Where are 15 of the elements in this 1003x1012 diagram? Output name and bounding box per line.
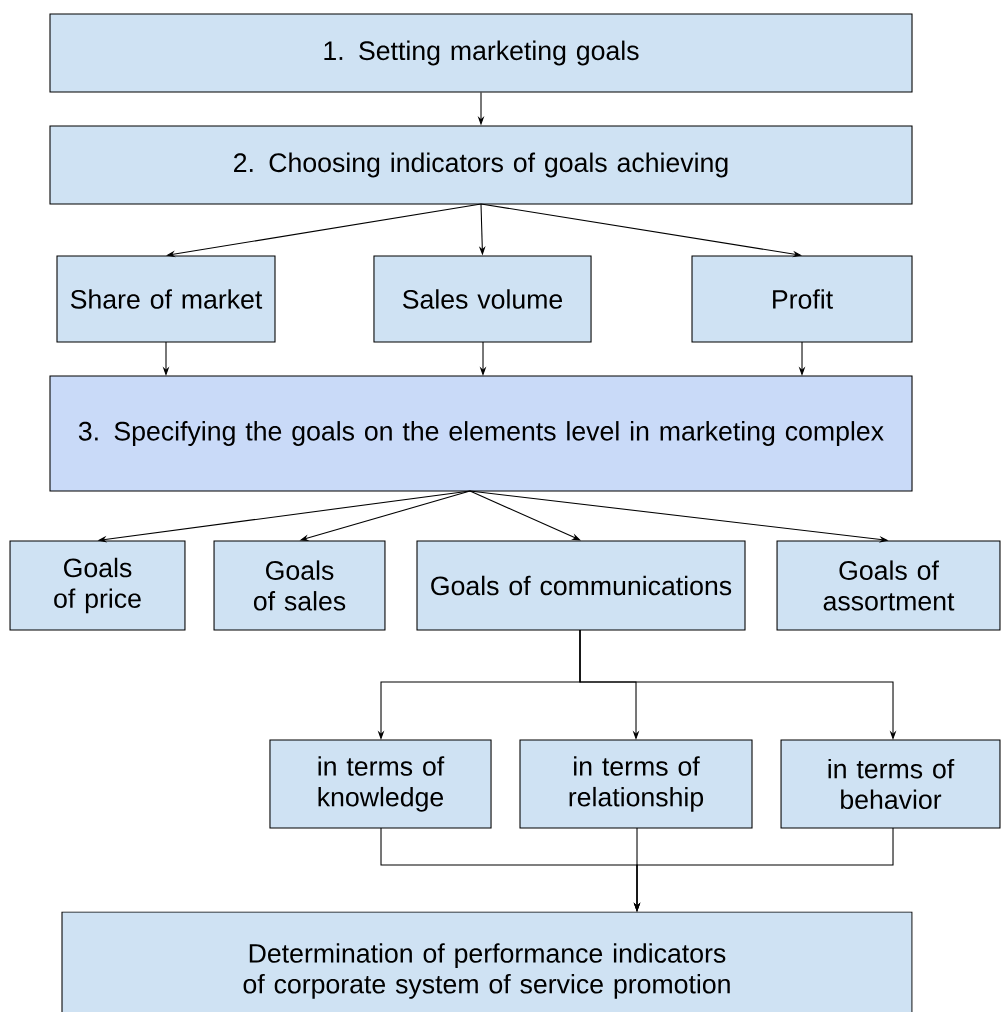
process-box: 1. Setting marketing goals [49,13,913,93]
process-box: Share of market [56,255,276,343]
process-box: Profit [691,255,913,343]
process-box: Goals of sales [213,540,386,631]
process-box: Goals of price [9,540,186,631]
process-box: 3. Specifying the goals on the elements level in marketing complex [49,375,913,492]
process-box: 2. Choosing indicators of goals achieving [49,125,913,205]
process-box: Goals of assortment [776,540,1001,631]
process-box: in terms of knowledge [269,739,492,829]
process-box: Sales volume [373,255,592,343]
process-box: in terms of behavior [780,739,1001,829]
process-box: in terms of relationship [519,739,753,829]
process-box: Goals of communications [416,540,746,631]
arrow [469,490,581,541]
process-box: Determination of performance indicators of corporate system of service promotion [61,911,913,1012]
